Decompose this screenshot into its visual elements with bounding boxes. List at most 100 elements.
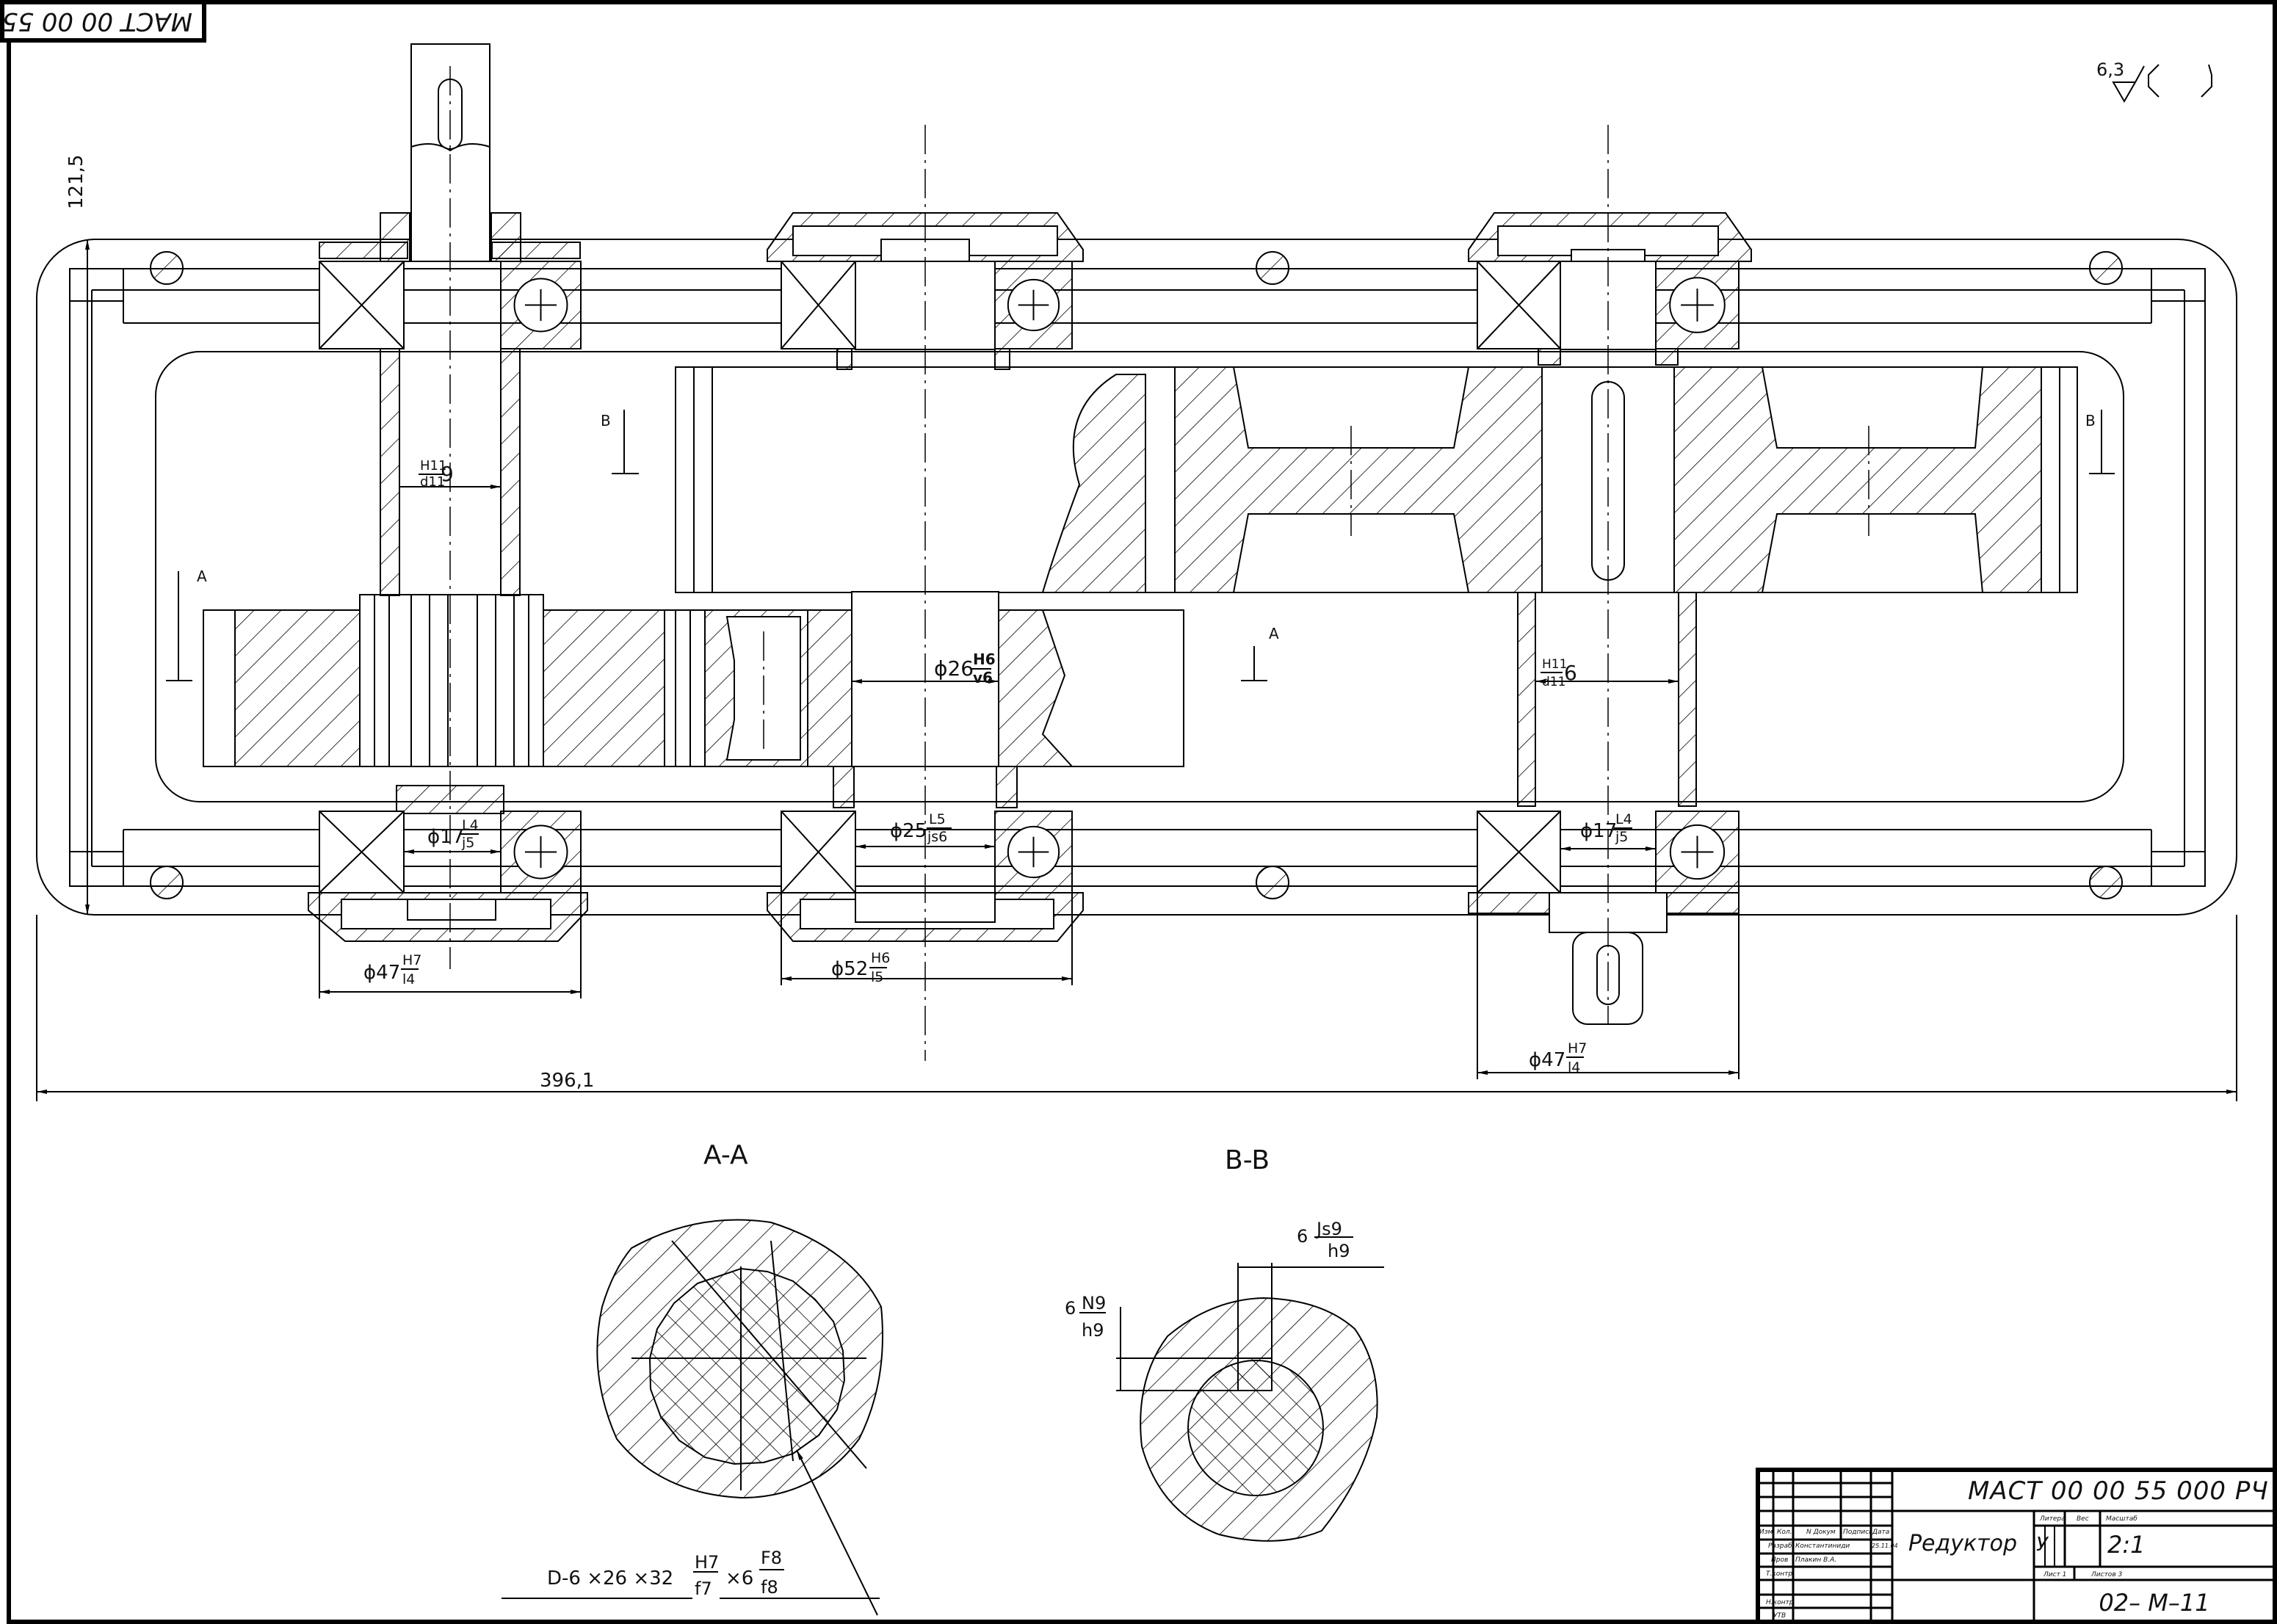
svg-text:Изм.: Изм. (1759, 1529, 1775, 1536)
svg-text:j5: j5 (461, 835, 474, 851)
dim-d5: ϕ25 L5 js6 (890, 811, 952, 845)
section-mark-b-right: B (2085, 412, 2096, 429)
svg-text:H6: H6 (973, 650, 996, 668)
svg-text:У: У (2036, 1534, 2049, 1556)
svg-text:×6: ×6 (725, 1567, 753, 1589)
svg-text:f7: f7 (695, 1578, 712, 1599)
overall-length-dim: 396,1 (540, 1070, 594, 1092)
svg-text:Кол.: Кол. (1777, 1529, 1792, 1536)
dim-d6: ϕ17 L4 j5 (1580, 811, 1632, 845)
svg-text:ϕ17: ϕ17 (427, 826, 464, 848)
center-lines (449, 66, 1869, 1061)
svg-text:d11: d11 (1542, 675, 1565, 689)
svg-text:D-6 ×26 ×32: D-6 ×26 ×32 (547, 1567, 673, 1589)
bearing-cross (1477, 811, 1561, 893)
svg-text:l4: l4 (1568, 1059, 1580, 1076)
svg-text:6: 6 (1065, 1298, 1076, 1319)
svg-text:L4: L4 (462, 817, 479, 833)
surface-roughness-symbol: 6,3 (2096, 59, 2212, 104)
svg-text:L4: L4 (1615, 811, 1632, 827)
svg-text:Т.контр: Т.контр (1766, 1570, 1792, 1578)
spline-designation: D-6 ×26 ×32 H7 f7 ×6 F8 f8 (502, 1548, 880, 1599)
bearings (319, 261, 1740, 893)
plus-mark (1681, 835, 1714, 869)
plus-mark (1681, 289, 1714, 322)
svg-text:Пров: Пров (1771, 1556, 1788, 1564)
dim-d7: ϕ47 H7 l4 (363, 952, 421, 987)
svg-text:9: 9 (441, 462, 454, 486)
svg-text:h9: h9 (1328, 1241, 1350, 1261)
roughness-value: 6,3 (2096, 59, 2124, 80)
plus-mark (524, 835, 557, 869)
dimension-lines (36, 239, 2237, 1101)
dim-d9: ϕ47 H7 l4 (1529, 1040, 1587, 1076)
svg-text:ϕ47: ϕ47 (1529, 1049, 1565, 1071)
section-markers: B A A B (166, 410, 2115, 681)
svg-text:Вес: Вес (2077, 1515, 2089, 1523)
svg-text:H11: H11 (1542, 657, 1567, 672)
svg-text:ϕ52: ϕ52 (831, 958, 868, 980)
inverted-stamp-code: МАСТ 00 00 55 (2, 7, 192, 36)
svg-text:ϕ25: ϕ25 (890, 820, 927, 842)
svg-text:v6: v6 (973, 669, 993, 686)
tb-designation: МАСТ 00 00 55 000 РЧ (1968, 1476, 2269, 1506)
lower-gear-row (203, 591, 1184, 767)
svg-text:j5: j5 (1615, 829, 1628, 845)
svg-text:L5: L5 (929, 811, 946, 827)
svg-text:h9: h9 (1082, 1320, 1104, 1341)
svg-text:ϕ47: ϕ47 (363, 962, 400, 984)
svg-text:УТВ: УТВ (1773, 1612, 1786, 1620)
svg-text:f8: f8 (761, 1577, 778, 1598)
dim-d2: ϕ26 H6 v6 (934, 650, 996, 686)
svg-text:H11: H11 (420, 458, 446, 474)
svg-text:d11: d11 (420, 474, 445, 490)
bearing-cross (781, 261, 856, 349)
svg-text:6: 6 (1297, 1226, 1308, 1247)
section-bb-view: B-B 6 Js9 h9 6 N9 h9 (1065, 1145, 1384, 1542)
svg-text:F8: F8 (761, 1548, 782, 1568)
svg-text:Подпись: Подпись (1843, 1529, 1872, 1536)
section-mark-a-left: A (197, 568, 207, 585)
svg-text:Плакин В.А.: Плакин В.А. (1795, 1556, 1836, 1564)
dim-d3: H11 d11 6 (1541, 657, 1577, 689)
section-mark-a-right: A (1269, 625, 1279, 642)
svg-text:Дата: Дата (1872, 1529, 1889, 1536)
svg-text:H7: H7 (402, 952, 421, 968)
svg-text:Константиниди: Константиниди (1795, 1543, 1850, 1550)
svg-text:ϕ17: ϕ17 (1580, 820, 1617, 842)
svg-text:Н.контр: Н.контр (1766, 1599, 1794, 1606)
plus-mark (1018, 289, 1049, 321)
dim-d8: ϕ52 H6 l5 (831, 950, 890, 985)
svg-text:l4: l4 (402, 971, 415, 987)
svg-text:H6: H6 (871, 950, 890, 966)
svg-text:Листов 3: Листов 3 (2090, 1571, 2122, 1578)
section-aa-title: A-A (703, 1140, 748, 1170)
svg-text:l5: l5 (871, 969, 883, 985)
title-block: МАСТ 00 00 55 000 РЧ Редуктор Изм. Кол. … (1756, 1468, 2277, 1624)
upper-gear-wheel (675, 366, 2078, 593)
bearing-cross (1477, 261, 1561, 349)
dim-d1: H11 d11 9 (419, 458, 454, 490)
section-bb-title: B-B (1225, 1145, 1270, 1175)
section-mark-b-left: B (601, 412, 611, 429)
svg-text:2:1: 2:1 (2107, 1531, 2146, 1559)
svg-text:H7: H7 (695, 1552, 719, 1573)
dimension-labels: 396,1 121,5 H11 d11 9 ϕ26 H6 v6 H11 d11 … (65, 155, 1632, 1092)
svg-text:Литера: Литера (2039, 1515, 2066, 1523)
section-aa-view: A-A (596, 1140, 883, 1616)
tb-name: Редуктор (1908, 1531, 2017, 1556)
svg-text:6: 6 (1564, 661, 1577, 685)
svg-text:N9: N9 (1082, 1293, 1106, 1313)
svg-text:js6: js6 (927, 829, 947, 845)
svg-text:ϕ26: ϕ26 (934, 656, 974, 681)
height-dim: 121,5 (65, 155, 87, 209)
plus-mark (524, 289, 557, 322)
dim-d4: ϕ17 L4 j5 (427, 817, 479, 851)
svg-text:02– М–11: 02– М–11 (2099, 1589, 2209, 1617)
svg-text:Лист 1: Лист 1 (2043, 1571, 2066, 1578)
svg-text:25.11.04: 25.11.04 (1872, 1543, 1898, 1549)
svg-text:H7: H7 (1568, 1040, 1587, 1056)
plus-mark (1018, 836, 1049, 868)
svg-text:Js9: Js9 (1315, 1219, 1342, 1239)
